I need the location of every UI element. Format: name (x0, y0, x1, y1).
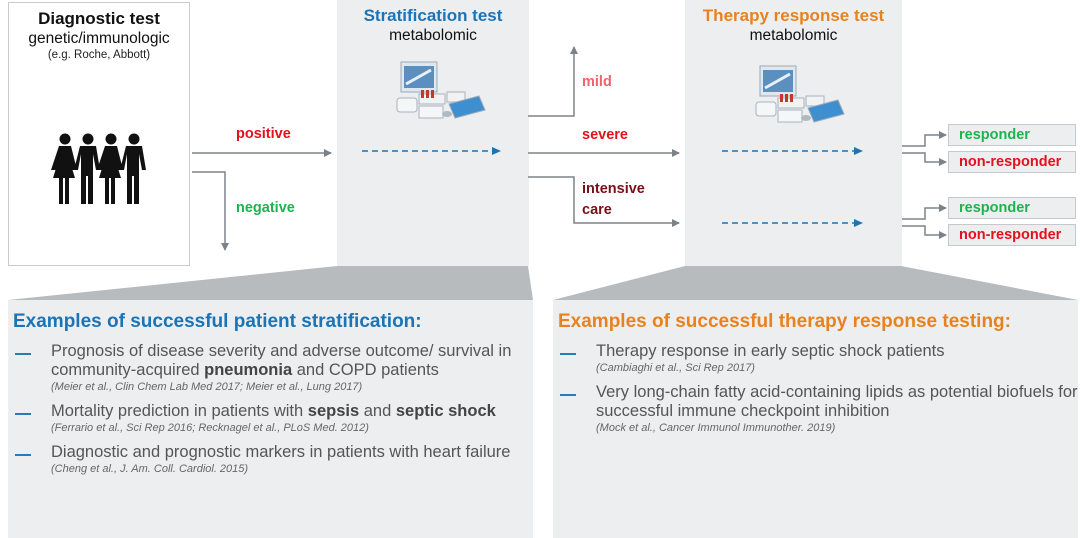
mild-arrow (528, 46, 578, 117)
emphasis-text: pneumonia (204, 361, 293, 379)
example-item: Prognosis of disease severity and advers… (13, 342, 533, 394)
therapy-response-test-subtitle: metabolomic (749, 27, 838, 44)
emphasis-text: sepsis (307, 402, 360, 420)
diagnostic-test-box: Diagnostic test genetic/immunologic (e.g… (8, 2, 190, 266)
text-segment: Therapy response in early septic shock p… (596, 342, 945, 360)
bullet-dash-icon (15, 454, 31, 456)
positive-label: positive (236, 126, 291, 142)
outcome-label: non-responder (959, 227, 1062, 243)
bullet-dash-icon (560, 353, 576, 355)
text-segment: Mortality prediction in patients with (51, 402, 308, 420)
outcome-label: responder (959, 200, 1030, 216)
therapy-examples-panel: Examples of successful therapy response … (553, 300, 1078, 538)
text-segment: and COPD patients (292, 361, 439, 379)
stratification-test-column: Stratification test metabolomic (337, 0, 529, 266)
example-text: Therapy response in early septic shock p… (596, 342, 1078, 361)
bullet-dash-icon (15, 413, 31, 415)
severe-label: severe (582, 127, 628, 143)
intensive-care-label: intensive care (582, 179, 645, 221)
non-responder-arrow-1 (902, 152, 947, 166)
text-segment: Diagnostic and prognostic markers in pat… (51, 443, 511, 461)
therapy-examples-list: Therapy response in early septic shock p… (558, 342, 1078, 435)
example-item: Diagnostic and prognostic markers in pat… (13, 443, 533, 476)
outcome-label: responder (959, 127, 1030, 143)
stratification-examples-heading: Examples of successful patient stratific… (13, 311, 422, 332)
intensive-care-label-line1: intensive (582, 181, 645, 197)
example-text: Very long-chain fatty acid-containing li… (596, 383, 1078, 421)
example-citation: (Meier et al., Clin Chem Lab Med 2017; M… (51, 381, 363, 393)
negative-arrow (192, 171, 229, 251)
text-segment: and (359, 402, 396, 420)
outcome-label: non-responder (959, 154, 1062, 170)
example-citation: (Mock et al., Cancer Immunol Immunother.… (596, 422, 836, 434)
mild-label: mild (582, 74, 612, 90)
bullet-dash-icon (15, 353, 31, 355)
example-text: Diagnostic and prognostic markers in pat… (51, 443, 533, 462)
people-group-icon (51, 133, 146, 204)
therapy-response-test-title: Therapy response test (702, 6, 885, 25)
example-item: Very long-chain fatty acid-containing li… (558, 383, 1078, 435)
non-responder-arrow-2 (902, 225, 947, 239)
lab-equipment-icon (396, 61, 486, 119)
therapy-response-test-column: Therapy response test metabolomic (685, 0, 902, 266)
emphasis-text: septic shock (395, 402, 496, 420)
diagnostic-test-note: (e.g. Roche, Abbott) (47, 49, 151, 61)
stratification-examples-panel: Examples of successful patient stratific… (8, 300, 533, 538)
example-text: Mortality prediction in patients with se… (51, 402, 533, 421)
example-item: Therapy response in early septic shock p… (558, 342, 1078, 375)
example-citation: (Cambiaghi et al., Sci Rep 2017) (596, 362, 755, 374)
bullet-dash-icon (560, 394, 576, 396)
stratification-callout-trapezoid (8, 266, 533, 300)
intensive-care-label-line2: care (582, 202, 612, 218)
lab-equipment-icon (755, 65, 845, 123)
negative-label: negative (236, 200, 295, 216)
stratification-test-subtitle: metabolomic (389, 27, 477, 44)
example-citation: (Ferrario et al., Sci Rep 2016; Recknage… (51, 422, 369, 434)
outcome-box-non-responder: non-responder (948, 151, 1076, 173)
stratification-test-title: Stratification test (363, 6, 503, 25)
outcome-box-responder: responder (948, 124, 1076, 146)
text-segment: Prognosis of disease severity and advers… (51, 342, 512, 379)
diagnostic-test-title: Diagnostic test (38, 9, 160, 28)
stratification-examples-list: Prognosis of disease severity and advers… (13, 342, 533, 476)
text-segment: Very long-chain fatty acid-containing li… (596, 383, 1078, 420)
outcome-box-responder: responder (948, 197, 1076, 219)
outcome-box-non-responder: non-responder (948, 224, 1076, 246)
responder-arrow-1 (902, 131, 947, 147)
example-item: Mortality prediction in patients with se… (13, 402, 533, 435)
therapy-examples-heading: Examples of successful therapy response … (558, 311, 1011, 332)
diagnostic-test-subtitle: genetic/immunologic (28, 30, 170, 47)
example-citation: (Cheng et al., J. Am. Coll. Cardiol. 201… (51, 463, 249, 475)
therapy-callout-trapezoid (553, 266, 1078, 300)
responder-arrow-2 (902, 204, 947, 220)
example-text: Prognosis of disease severity and advers… (51, 342, 533, 380)
